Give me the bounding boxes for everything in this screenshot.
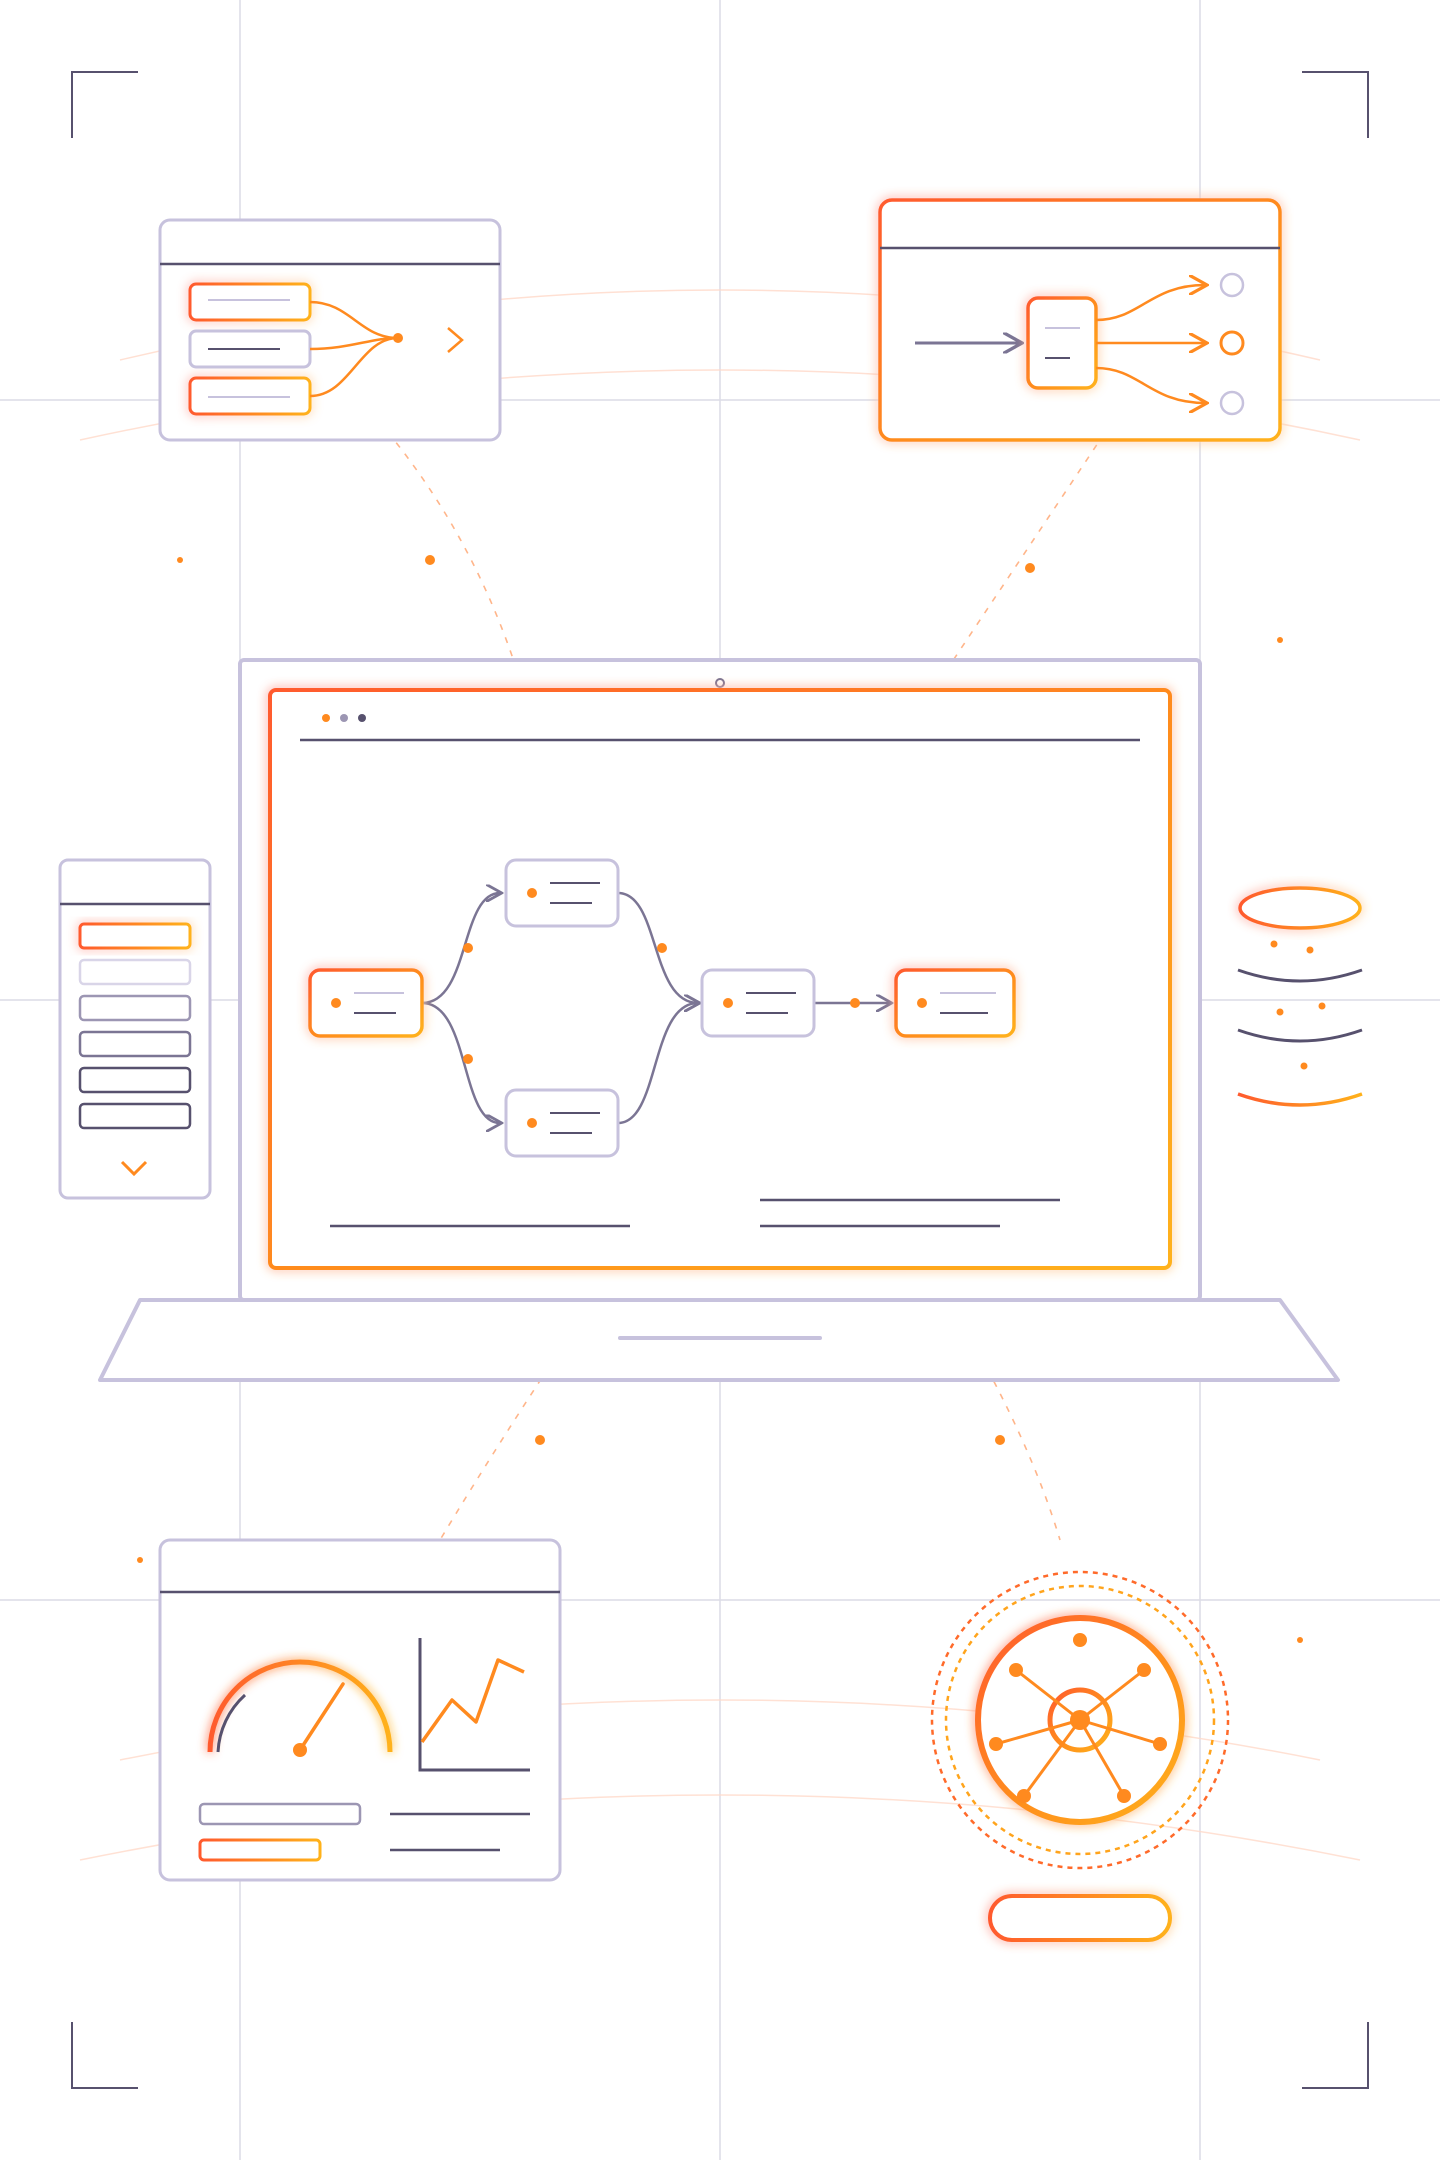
scattered-dots [137,555,1303,1643]
router-panel-icon [878,198,1282,442]
network-hub-icon [930,1570,1230,1870]
chevron-down-icon [120,1160,148,1177]
database-stack-icon [1237,886,1363,1107]
workflow-node-end [894,968,1016,1038]
workflow-node-merge [700,968,816,1038]
dashboard-panel-icon [158,1538,562,1882]
line-chart-icon [418,1638,530,1772]
workflow-graph-icon [308,858,1016,1158]
workflow-node-start [308,968,424,1038]
flow-panel-icon [158,218,502,442]
list-panel-icon [58,858,212,1200]
corner-marks [71,71,1369,2089]
pill-button-icon [988,1894,1172,1942]
workflow-node-lower [504,1088,620,1158]
workflow-node-upper [504,858,620,928]
gauge-icon [207,1659,393,1757]
